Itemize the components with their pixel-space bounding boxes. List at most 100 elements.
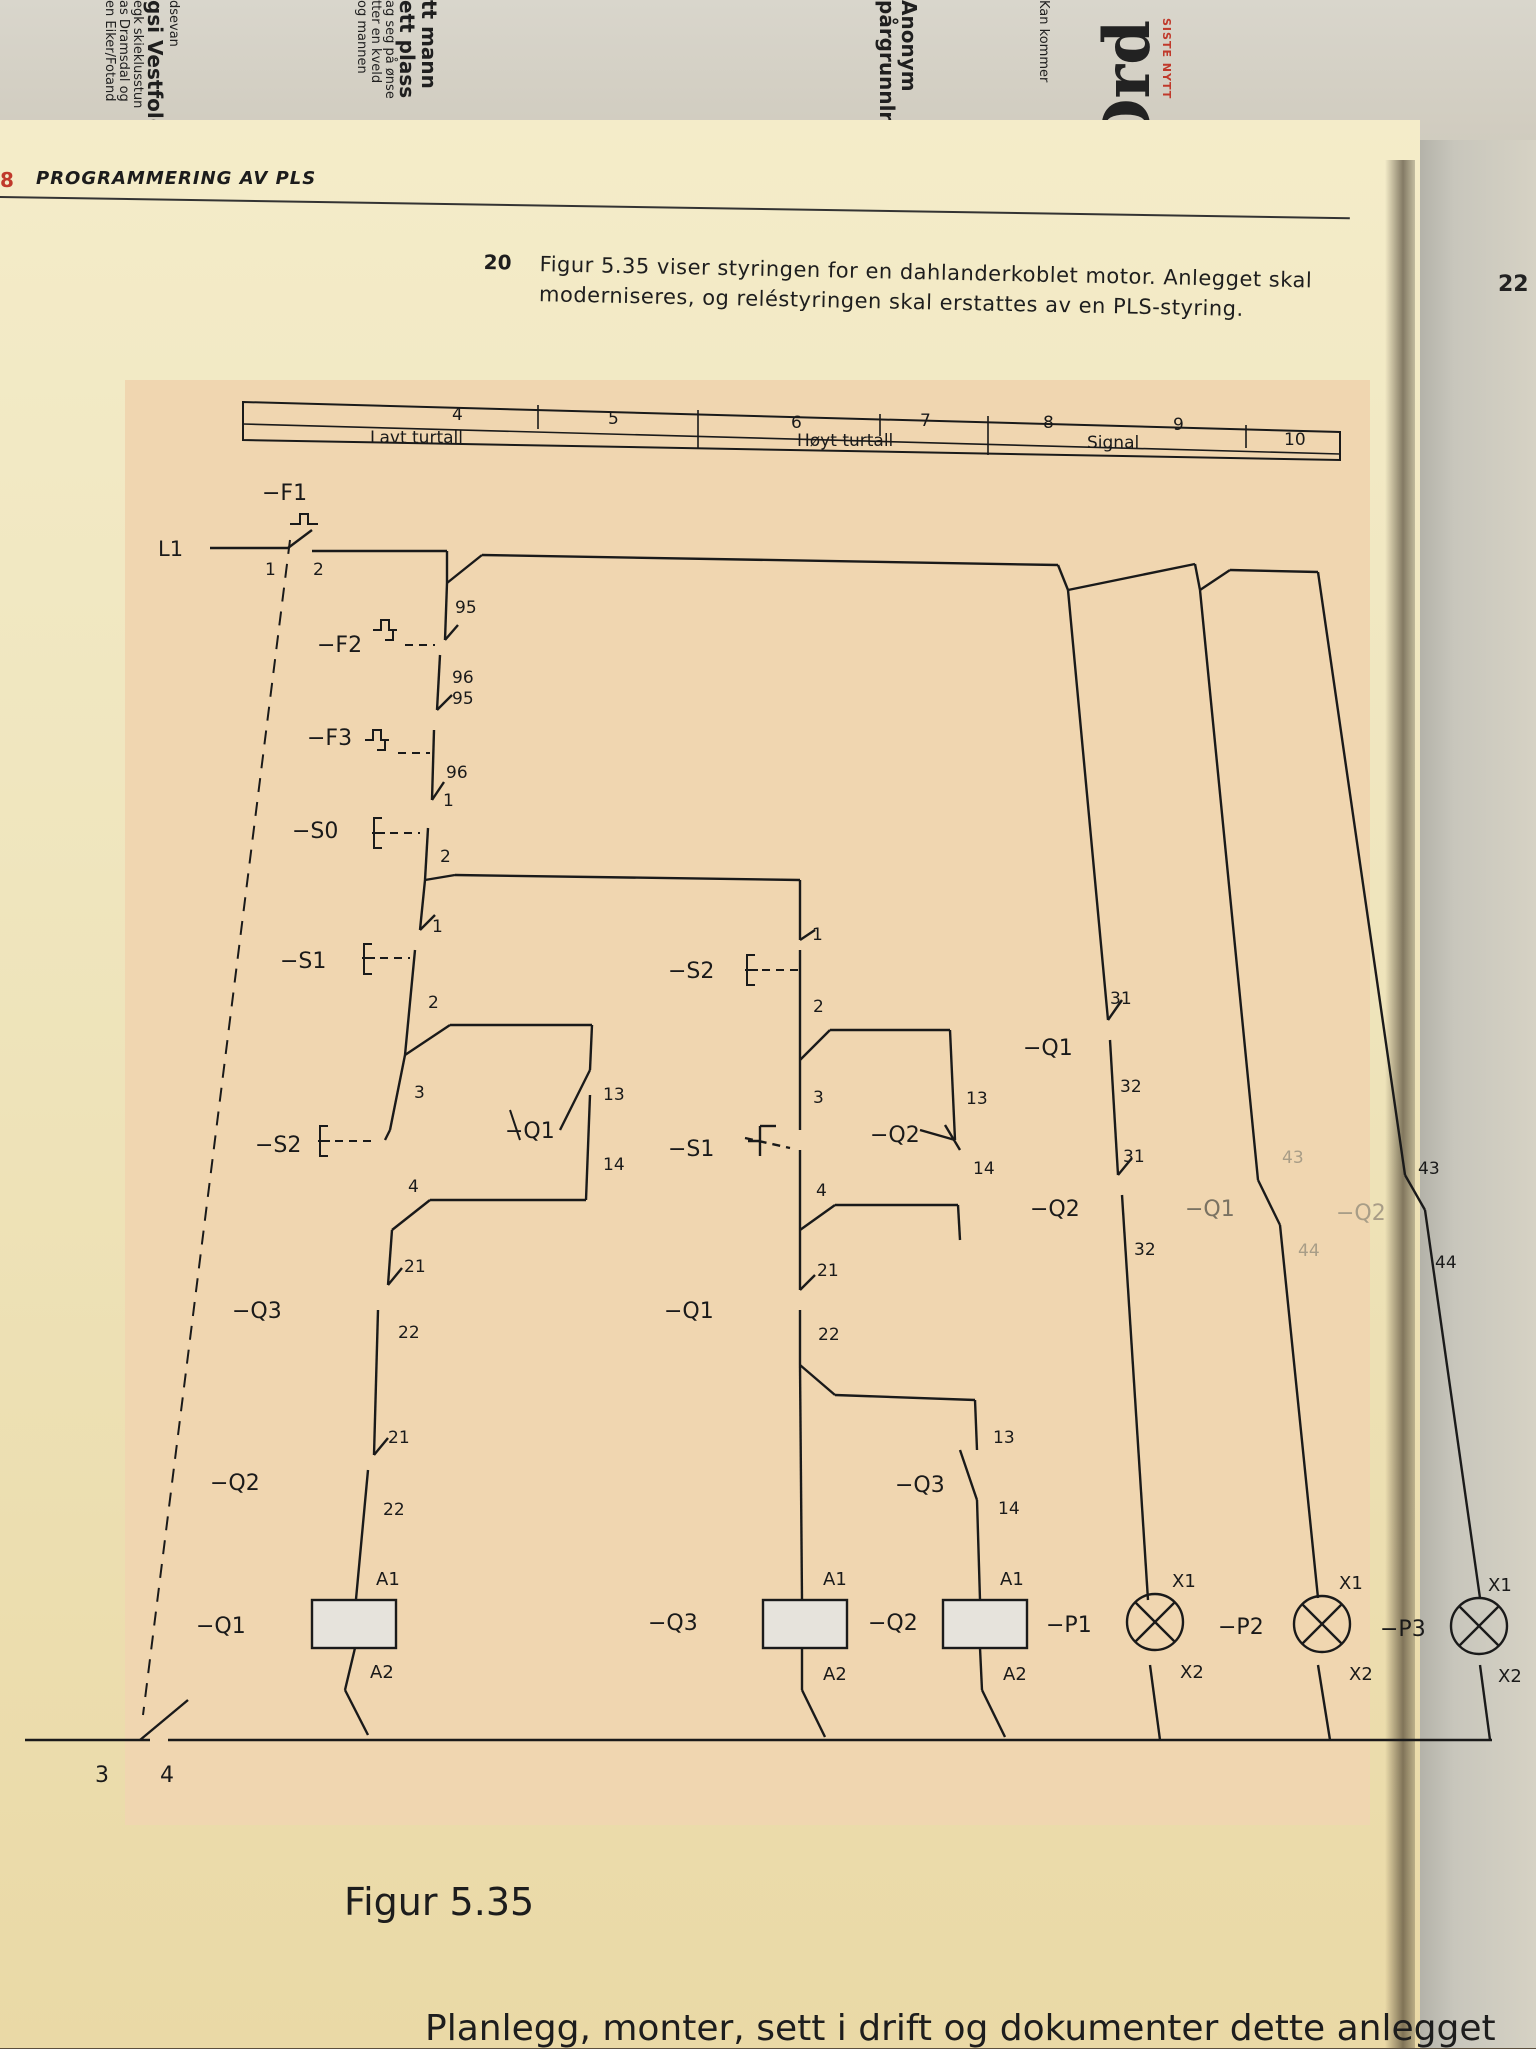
label-s0: −S0 — [292, 819, 338, 844]
label-s2-col2-in: 1 — [812, 925, 823, 945]
label-s1: −S1 — [280, 949, 326, 974]
label-coil-q1-a2: A2 — [370, 1662, 394, 1683]
label-f2-in: 95 — [455, 598, 477, 618]
label-q1-col2-out: 22 — [818, 1325, 840, 1345]
label-q2-col1-in: 21 — [388, 1428, 410, 1448]
label-q2-col1-out: 22 — [383, 1500, 405, 1520]
right-page: 22 — [1400, 140, 1536, 2048]
label-f3-in: 95 — [452, 689, 474, 709]
label-coil-q1-a1: A1 — [376, 1569, 400, 1590]
signal-wiring — [1066, 571, 1492, 1741]
thermal-relay-symbols — [318, 619, 521, 1157]
diagram-header-table — [242, 400, 1341, 462]
label-lamp-p2: −P2 — [1218, 1615, 1264, 1640]
label-s2-col1-in: 3 — [414, 1083, 425, 1103]
label-s2-col2-out: 2 — [813, 997, 824, 1017]
coil-q3 — [761, 1598, 849, 1650]
column-1-wiring — [343, 582, 801, 1736]
label-s1-out: 2 — [428, 993, 439, 1013]
label-coil-q3-a2: A2 — [823, 1664, 847, 1685]
label-coil-q1: −Q1 — [196, 1614, 246, 1639]
label-s0-out: 2 — [440, 847, 451, 867]
header-number: 5 — [608, 409, 619, 429]
label-q1-signal: −Q1 — [1023, 1036, 1073, 1061]
label-coil-q2-a2: A2 — [1003, 1664, 1027, 1685]
label-s1-in: 1 — [432, 917, 443, 937]
pushbutton-symbols-col2 — [745, 954, 798, 986]
label-q1-hold-in: 13 — [603, 1085, 625, 1105]
newspaper-red-text: SISTE NYTT — [1160, 18, 1173, 100]
label-q1-col2-in: 21 — [817, 1261, 839, 1281]
label-q1-hold: −Q1 — [505, 1119, 555, 1144]
label-q1-signal-in: 31 — [1110, 989, 1132, 1009]
label-q2b-signal: −Q2 — [1336, 1201, 1386, 1226]
label-s1-col2: −S1 — [668, 1137, 714, 1162]
label-q1b-out: 44 — [1298, 1241, 1320, 1261]
label-s0-in: 1 — [443, 791, 454, 811]
label-q2-signal-in: 31 — [1123, 1147, 1145, 1167]
label-lamp-p3-x1: X1 — [1488, 1575, 1512, 1596]
label-q3-contact: −Q3 — [895, 1473, 945, 1498]
chapter-title: PROGRAMMERING AV PLS — [36, 168, 317, 189]
coil-q2 — [941, 1598, 1029, 1650]
label-f1-out: 2 — [313, 560, 324, 580]
column-2-wiring — [744, 880, 1007, 1738]
header-number: 6 — [791, 413, 802, 433]
label-term-3: 3 — [95, 1763, 109, 1788]
label-f1-in: 1 — [265, 560, 276, 580]
label-coil-q2-a1: A1 — [1000, 1569, 1024, 1590]
label-f3-out: 96 — [446, 763, 468, 783]
header-number: 9 — [1173, 415, 1184, 435]
label-q3-contact-in: 13 — [993, 1428, 1015, 1448]
label-coil-q3-a1: A1 — [823, 1569, 847, 1590]
label-q3-col1: −Q3 — [232, 1299, 282, 1324]
label-s2-col2: −S2 — [668, 959, 714, 984]
header-group: Høyt turtall — [797, 431, 893, 451]
newspaper-red-label: SISTE NYTT — [1160, 18, 1190, 128]
label-lamp-p1: −P1 — [1046, 1613, 1092, 1638]
header-number: 8 — [1043, 413, 1054, 433]
supply-line — [210, 513, 1319, 592]
chapter-number: 8 — [0, 168, 14, 192]
header-group: Signal — [1087, 433, 1139, 453]
header-number: 10 — [1284, 430, 1306, 450]
label-lamp-p1-x2: X2 — [1180, 1662, 1204, 1683]
label-q1b-in: 43 — [1282, 1148, 1304, 1168]
figure-background — [125, 380, 1370, 1825]
figure-caption: Figur 5.35 — [344, 1880, 535, 1924]
label-s2-col1: −S2 — [255, 1133, 301, 1158]
label-q2-hold-out: 14 — [973, 1159, 995, 1179]
label-lamp-p3-x2: X2 — [1498, 1666, 1522, 1687]
label-s2-col1-out: 4 — [408, 1177, 419, 1197]
label-lamp-p1-x1: X1 — [1172, 1571, 1196, 1592]
label-q2b-out: 44 — [1435, 1253, 1457, 1273]
label-q1-signal-out: 32 — [1120, 1077, 1142, 1097]
label-f3: −F3 — [307, 726, 352, 751]
label-f2-out: 96 — [452, 668, 474, 688]
label-lamp-p2-x2: X2 — [1349, 1664, 1373, 1685]
header-number: 7 — [920, 411, 931, 431]
label-lamp-p2-x1: X1 — [1339, 1573, 1363, 1594]
label-q3-contact-out: 14 — [998, 1499, 1020, 1519]
label-q3-col1-in: 21 — [404, 1257, 426, 1277]
lamp-p1 — [1125, 1592, 1185, 1652]
label-s1-col2-out: 4 — [816, 1181, 827, 1201]
diagram-labels: L1 −F1 1 2 3 4 −F2 95 96 −F3 95 96 −S0 1… — [95, 481, 1522, 1788]
coil-q1 — [310, 1598, 398, 1650]
return-line — [25, 1699, 1492, 1742]
header-group: Lavt turtall — [370, 428, 463, 448]
label-q2b-in: 43 — [1418, 1159, 1440, 1179]
book-gutter-shadow — [1385, 160, 1415, 2048]
label-term-4: 4 — [160, 1763, 174, 1788]
label-lamp-p3: −P3 — [1380, 1617, 1426, 1642]
label-s1-col2-in: 3 — [813, 1088, 824, 1108]
header-number: 4 — [452, 405, 463, 425]
label-q1b-signal: −Q1 — [1185, 1197, 1235, 1222]
header-labels: 4 5 6 7 8 9 10 Lavt turtall Høyt turtall… — [370, 405, 1306, 453]
label-q1-col2: −Q1 — [664, 1299, 714, 1324]
mechanical-link-dashed — [142, 539, 291, 1716]
lamp-p2 — [1292, 1594, 1352, 1654]
lamp-p3 — [1449, 1596, 1509, 1656]
label-q1-hold-out: 14 — [603, 1155, 625, 1175]
